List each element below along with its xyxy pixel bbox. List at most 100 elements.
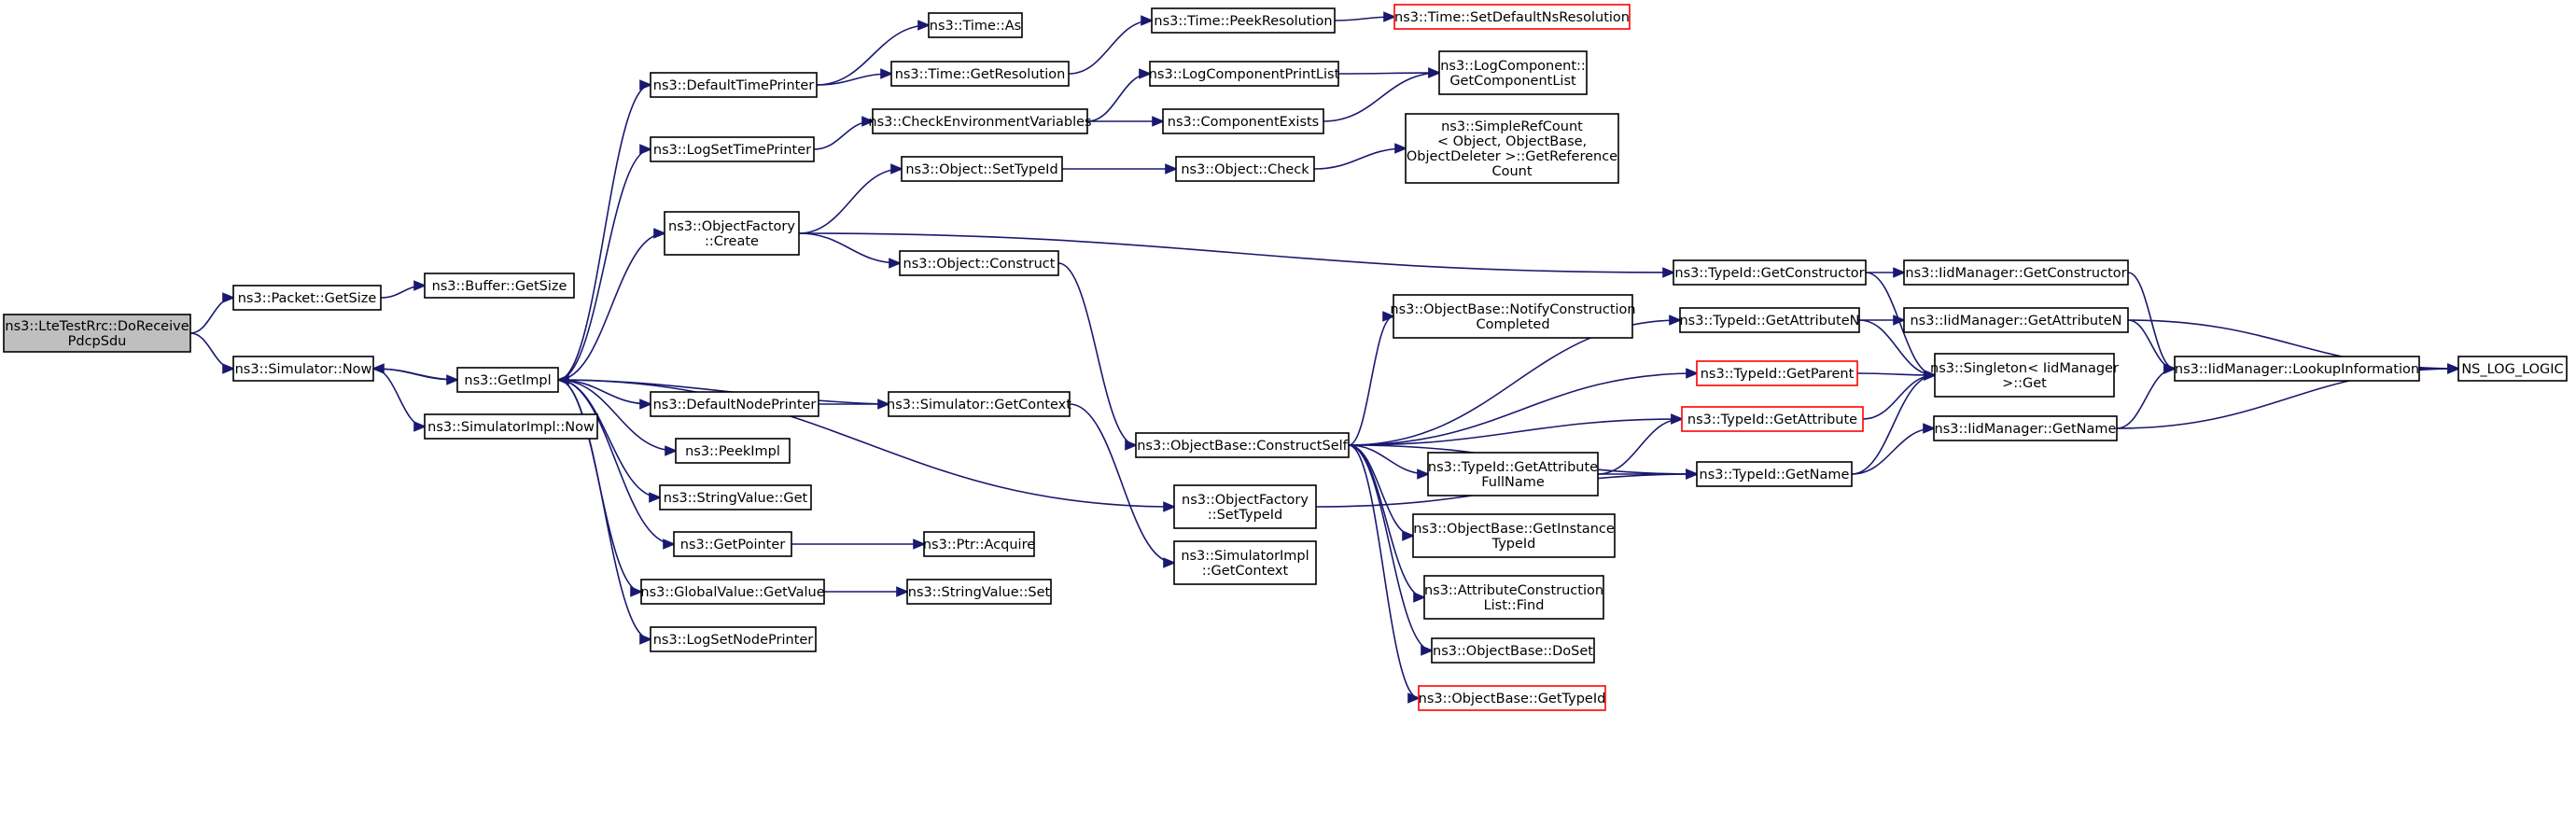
node-label: ObjectDeleter >::GetReference [1407, 149, 1617, 164]
node-time-peekresolution[interactable]: ns3::Time::PeekResolution [1151, 7, 1336, 34]
node-box [1431, 637, 1595, 664]
edge-arrowhead [890, 163, 904, 175]
node-typeid-getattribute[interactable]: ns3::TypeId::GetAttribute [1681, 406, 1864, 432]
node-stringvalue-set[interactable]: ns3::StringValue::Set [906, 579, 1052, 605]
node-time-getresolution[interactable]: ns3::Time::GetResolution [890, 61, 1070, 87]
node-box [899, 250, 1059, 276]
node-simimpl-now[interactable]: ns3::SimulatorImpl::Now [424, 413, 598, 440]
node-iid-getattributen[interactable]: ns3::IidManager::GetAttributeN [1903, 307, 2129, 333]
node-label: ns3::AttributeConstruction [1424, 583, 1603, 598]
call-edges [189, 11, 2461, 704]
node-box [232, 285, 382, 311]
node-object-check[interactable]: ns3::Object::Check [1175, 156, 1315, 182]
node-iid-getname[interactable]: ns3::IidManager::GetName [1933, 415, 2118, 441]
edge-componentexists-to-logcomponent-getlist [1323, 67, 1442, 122]
node-time-as[interactable]: ns3::Time::As [928, 12, 1023, 38]
node-objectfactory-settypeid[interactable]: ns3::ObjectFactory::SetTypeId [1173, 484, 1317, 529]
node-buffer-getsize[interactable]: ns3::Buffer::GetSize [424, 273, 575, 299]
node-objectbase-gettypeid[interactable]: ns3::ObjectBase::GetTypeId [1418, 685, 1606, 711]
node-box [1393, 4, 1631, 30]
edge-simulator-getcontext-to-simimpl-getcontext [1069, 403, 1177, 568]
node-box [1696, 461, 1853, 487]
node-label: List::Find [1484, 598, 1545, 613]
node-logcomponentprintlist[interactable]: ns3::LogComponentPrintList [1149, 61, 1340, 87]
node-iid-getconstructor[interactable]: ns3::IidManager::GetConstructor [1903, 259, 2129, 286]
node-object-construct[interactable]: ns3::Object::Construct [899, 250, 1059, 276]
node-globalvalue-getvalue[interactable]: ns3::GlobalValue::GetValue [640, 579, 825, 605]
node-label: ns3::Time::SetDefaultNsResolution [1394, 10, 1630, 25]
edge-arrowhead [1893, 267, 1907, 278]
node-ns-log-logic[interactable]: NS_LOG_LOGIC [2457, 356, 2568, 382]
node-simulator-getcontext[interactable]: ns3::Simulator::GetContext [887, 391, 1071, 417]
node-getpointer[interactable]: ns3::GetPointer [673, 531, 792, 557]
node-label: ns3::Time::GetResolution [895, 67, 1066, 82]
node-objectbase-constructself[interactable]: ns3::ObjectBase::ConstructSelf [1135, 432, 1350, 458]
node-label: ns3::TypeId::GetConstructor [1674, 266, 1864, 281]
edge-arrowhead [1125, 440, 1139, 451]
node-typeid-getattributen[interactable]: ns3::TypeId::GetAttributeN [1679, 307, 1860, 333]
edge-arrowhead [1417, 468, 1431, 480]
node-packet-getsize[interactable]: ns3::Packet::GetSize [232, 285, 382, 311]
node-box [456, 367, 559, 393]
node-objectfactory-create[interactable]: ns3::ObjectFactory::Create [664, 211, 800, 256]
node-checkenv[interactable]: ns3::CheckEnvironmentVariables [868, 108, 1092, 134]
edge-arrowhead [1662, 267, 1676, 278]
node-peekimpl[interactable]: ns3::PeekImpl [675, 438, 791, 464]
edge-arrowhead [639, 634, 653, 645]
node-box [650, 391, 819, 417]
node-ptr-acquire[interactable]: ns3::Ptr::Acquire [923, 531, 1035, 557]
edge-arrowhead [1163, 557, 1177, 568]
node-box [888, 391, 1071, 417]
node-objectbase-doset[interactable]: ns3::ObjectBase::DoSet [1431, 637, 1595, 664]
edge-arrowhead [917, 20, 931, 31]
node-time-setdefaultns[interactable]: ns3::Time::SetDefaultNsResolution [1393, 4, 1631, 30]
edge-typeid-getname-to-singleton-get [1851, 370, 1938, 475]
node-typeid-getconstructor[interactable]: ns3::TypeId::GetConstructor [1673, 259, 1867, 286]
edge-packet-getsize-to-buffer-getsize [380, 280, 427, 299]
node-componentexists[interactable]: ns3::ComponentExists [1162, 108, 1324, 134]
edge-arrowhead [665, 445, 679, 456]
node-logcomponent-getlist[interactable]: ns3::LogComponent::GetComponentList [1438, 50, 1588, 95]
node-defaultnodeprinter[interactable]: ns3::DefaultNodePrinter [650, 391, 819, 417]
node-simplerefcount[interactable]: ns3::SimpleRefCount< Object, ObjectBase,… [1405, 113, 1619, 184]
node-simulator-now[interactable]: ns3::Simulator::Now [232, 356, 374, 382]
node-defaulttimeprinter[interactable]: ns3::DefaultTimePrinter [650, 72, 818, 98]
node-typeid-getname[interactable]: ns3::TypeId::GetName [1696, 461, 1853, 487]
node-getimpl[interactable]: ns3::GetImpl [456, 367, 559, 393]
node-label: ns3::LogSetTimePrinter [653, 143, 811, 158]
edge-line [1348, 444, 1414, 537]
node-box [424, 273, 575, 299]
node-box [1681, 406, 1864, 432]
node-label: ns3::IidManager::GetAttributeN [1910, 314, 2121, 329]
edge-arrowhead [861, 116, 875, 127]
edge-typeid-getconstructor-to-iid-getconstructor [1866, 267, 1907, 278]
node-box [650, 626, 817, 652]
node-stringvalue-get[interactable]: ns3::StringValue::Get [659, 484, 812, 510]
node-notifyconstruction[interactable]: ns3::ObjectBase::NotifyConstructionCompl… [1390, 294, 1636, 339]
edge-line [557, 379, 1175, 508]
edge-arrowhead [639, 399, 653, 410]
node-iid-lookupinformation[interactable]: ns3::IidManager::LookupInformation [2174, 356, 2420, 382]
edge-logcomponentprintlist-to-logcomponent-getlist [1337, 67, 1442, 78]
node-label: ns3::TypeId::GetParent [1701, 367, 1855, 382]
node-simimpl-getcontext[interactable]: ns3::SimulatorImpl::GetContext [1173, 540, 1317, 585]
node-object-settypeid[interactable]: ns3::Object::SetTypeId [901, 156, 1063, 182]
edge-arrowhead [1413, 592, 1427, 603]
edge-root-to-simulator-now [189, 332, 236, 374]
edge-line [1348, 418, 1683, 446]
node-logsettimeprinter[interactable]: ns3::LogSetTimePrinter [650, 136, 815, 162]
node-typeid-getparent[interactable]: ns3::TypeId::GetParent [1696, 360, 1858, 386]
node-logsetnodeprinter[interactable]: ns3::LogSetNodePrinter [650, 626, 817, 652]
edge-arrowhead [1163, 501, 1177, 512]
edge-typeid-getname-to-iid-getname [1851, 423, 1937, 475]
node-label: ns3::Object::Construct [903, 257, 1056, 272]
node-label: ns3::ObjectFactory [1182, 493, 1309, 508]
edge-arrowhead [371, 363, 385, 374]
edge-arrowhead [639, 144, 653, 155]
node-singleton-get[interactable]: ns3::Singleton< IidManager>::Get [1930, 353, 2119, 398]
